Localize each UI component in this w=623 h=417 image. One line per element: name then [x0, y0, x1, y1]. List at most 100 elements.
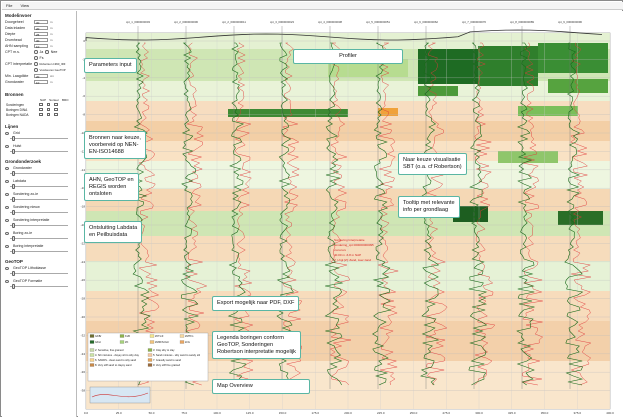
- slider-track: [10, 286, 68, 287]
- callout-profiler: Profiler: [293, 49, 403, 64]
- y-tick-label: -24: [81, 260, 86, 264]
- bron-checkbox[interactable]: [39, 107, 43, 112]
- opacity-slider[interactable]: [10, 171, 68, 176]
- callout-export: Export mogelijk naar PDF, DXF: [212, 296, 300, 311]
- clay-layer-block: [228, 109, 348, 117]
- eye-icon[interactable]: [5, 144, 9, 148]
- param-input[interactable]: 10: [34, 43, 48, 49]
- bron-checkbox[interactable]: [46, 112, 50, 117]
- cpt-fs-radio[interactable]: [34, 56, 38, 60]
- eye-icon[interactable]: [5, 179, 9, 183]
- eye-icon[interactable]: [5, 279, 9, 283]
- legend-swatch: [147, 353, 153, 357]
- interp-geotop-radio[interactable]: [34, 68, 38, 72]
- layer-label: Boring zo-ie: [13, 231, 33, 235]
- cpt-nee-radio[interactable]: [45, 50, 49, 54]
- opacity-slider[interactable]: [10, 236, 68, 241]
- friction-trace: [185, 42, 208, 386]
- slider-knob[interactable]: [12, 271, 15, 276]
- param-input[interactable]: 30: [34, 37, 48, 43]
- grondwater-row: Grondwater 10 m: [2, 79, 76, 85]
- profile-view[interactable]: 0-2-4-6-8-10-12-14-16-18-20-22-24-26-28-…: [78, 11, 623, 417]
- layer-row: Sondering nieuw: [2, 204, 76, 210]
- grondwater-input[interactable]: 10: [34, 79, 48, 85]
- bron-checkbox[interactable]: [46, 107, 50, 112]
- slider-knob[interactable]: [12, 136, 15, 141]
- slider-knob[interactable]: [12, 249, 15, 254]
- slider-knob[interactable]: [12, 284, 15, 289]
- clay-layer-block: [548, 79, 608, 93]
- opacity-slider[interactable]: [10, 136, 68, 141]
- cpt-top-label: cpt_7_0000000076: [462, 20, 486, 24]
- interp-robertson-radio[interactable]: [34, 62, 38, 66]
- cone-resistance-trace: [324, 42, 344, 386]
- slider-knob[interactable]: [12, 223, 15, 228]
- slider-knob[interactable]: [12, 171, 15, 176]
- layer-row: Hulst: [2, 143, 76, 149]
- layer-label: Grid: [13, 131, 20, 135]
- opacity-slider[interactable]: [10, 149, 68, 154]
- bron-checkbox[interactable]: [54, 107, 58, 112]
- opacity-slider[interactable]: [10, 197, 68, 202]
- cpt-ja-radio[interactable]: [34, 50, 38, 54]
- bron-checkbox[interactable]: [54, 112, 58, 117]
- x-tick-label: 25.0: [116, 411, 122, 415]
- min-laag-input[interactable]: 20: [34, 73, 48, 79]
- x-tick-label: 300.0: [475, 411, 483, 415]
- eye-icon[interactable]: [5, 266, 9, 270]
- param-unit: m: [50, 20, 53, 24]
- param-label: Data inladen: [5, 26, 26, 30]
- slider-knob[interactable]: [12, 236, 15, 241]
- param-input[interactable]: 30: [34, 19, 48, 25]
- opacity-slider[interactable]: [10, 284, 68, 289]
- menu-file[interactable]: File: [6, 3, 13, 8]
- param-input[interactable]: 25: [34, 31, 48, 37]
- slider-track: [10, 199, 68, 200]
- opacity-slider[interactable]: [10, 210, 68, 215]
- x-tick-label: 50.0: [149, 411, 155, 415]
- slider-knob[interactable]: [12, 184, 15, 189]
- y-tick-label: -8: [82, 113, 85, 117]
- legend-swatch: [147, 348, 153, 352]
- y-tick-label: -14: [81, 168, 86, 172]
- slider-knob[interactable]: [12, 210, 15, 215]
- cpt-fs-label: Fs: [39, 56, 44, 60]
- y-tick-label: -6: [82, 94, 85, 98]
- param-input[interactable]: 20: [34, 25, 48, 31]
- opacity-slider[interactable]: [10, 184, 68, 189]
- legend-label: 3: Clay silty to clay: [153, 348, 175, 352]
- profile-chart[interactable]: 0-2-4-6-8-10-12-14-16-18-20-22-24-26-28-…: [78, 11, 623, 417]
- opacity-slider[interactable]: [10, 223, 68, 228]
- layer-row: Labdata: [2, 178, 76, 184]
- eye-icon[interactable]: [5, 244, 9, 248]
- eye-icon[interactable]: [5, 192, 9, 196]
- slider-knob[interactable]: [12, 197, 15, 202]
- y-tick-label: -38: [81, 389, 86, 393]
- map-overview: [89, 386, 151, 404]
- eye-icon[interactable]: [5, 166, 9, 170]
- eye-icon[interactable]: [5, 218, 9, 222]
- callout-visualisatie: Naar keuze visualisatie SBT (o.a. cf Rob…: [398, 153, 467, 175]
- callout-legenda: Legenda boringen conform GeoTOP, Sonderi…: [212, 331, 301, 360]
- slider-knob[interactable]: [12, 149, 15, 154]
- bron-row: Boringen NADA: [2, 112, 76, 117]
- bron-checkbox[interactable]: [39, 112, 43, 117]
- y-tick-label: -12: [81, 149, 86, 153]
- col-bro: BRO: [62, 98, 69, 102]
- eye-icon[interactable]: [5, 131, 9, 135]
- menu-view[interactable]: View: [20, 3, 30, 8]
- layer-row: Boring zo-ie: [2, 230, 76, 236]
- opacity-slider[interactable]: [10, 249, 68, 254]
- gravel-layer-block: [378, 108, 398, 116]
- bron-checkbox[interactable]: [39, 102, 43, 107]
- friction-trace: [137, 42, 160, 386]
- eye-icon[interactable]: [5, 205, 9, 209]
- bron-checkbox[interactable]: [46, 102, 50, 107]
- legend-label: GKH: [95, 340, 101, 344]
- cone-resistance-trace: [468, 42, 488, 386]
- opacity-slider[interactable]: [10, 271, 68, 276]
- bron-checkbox[interactable]: [54, 102, 58, 107]
- legend-label: GKBr: [95, 334, 101, 338]
- eye-icon[interactable]: [5, 231, 9, 235]
